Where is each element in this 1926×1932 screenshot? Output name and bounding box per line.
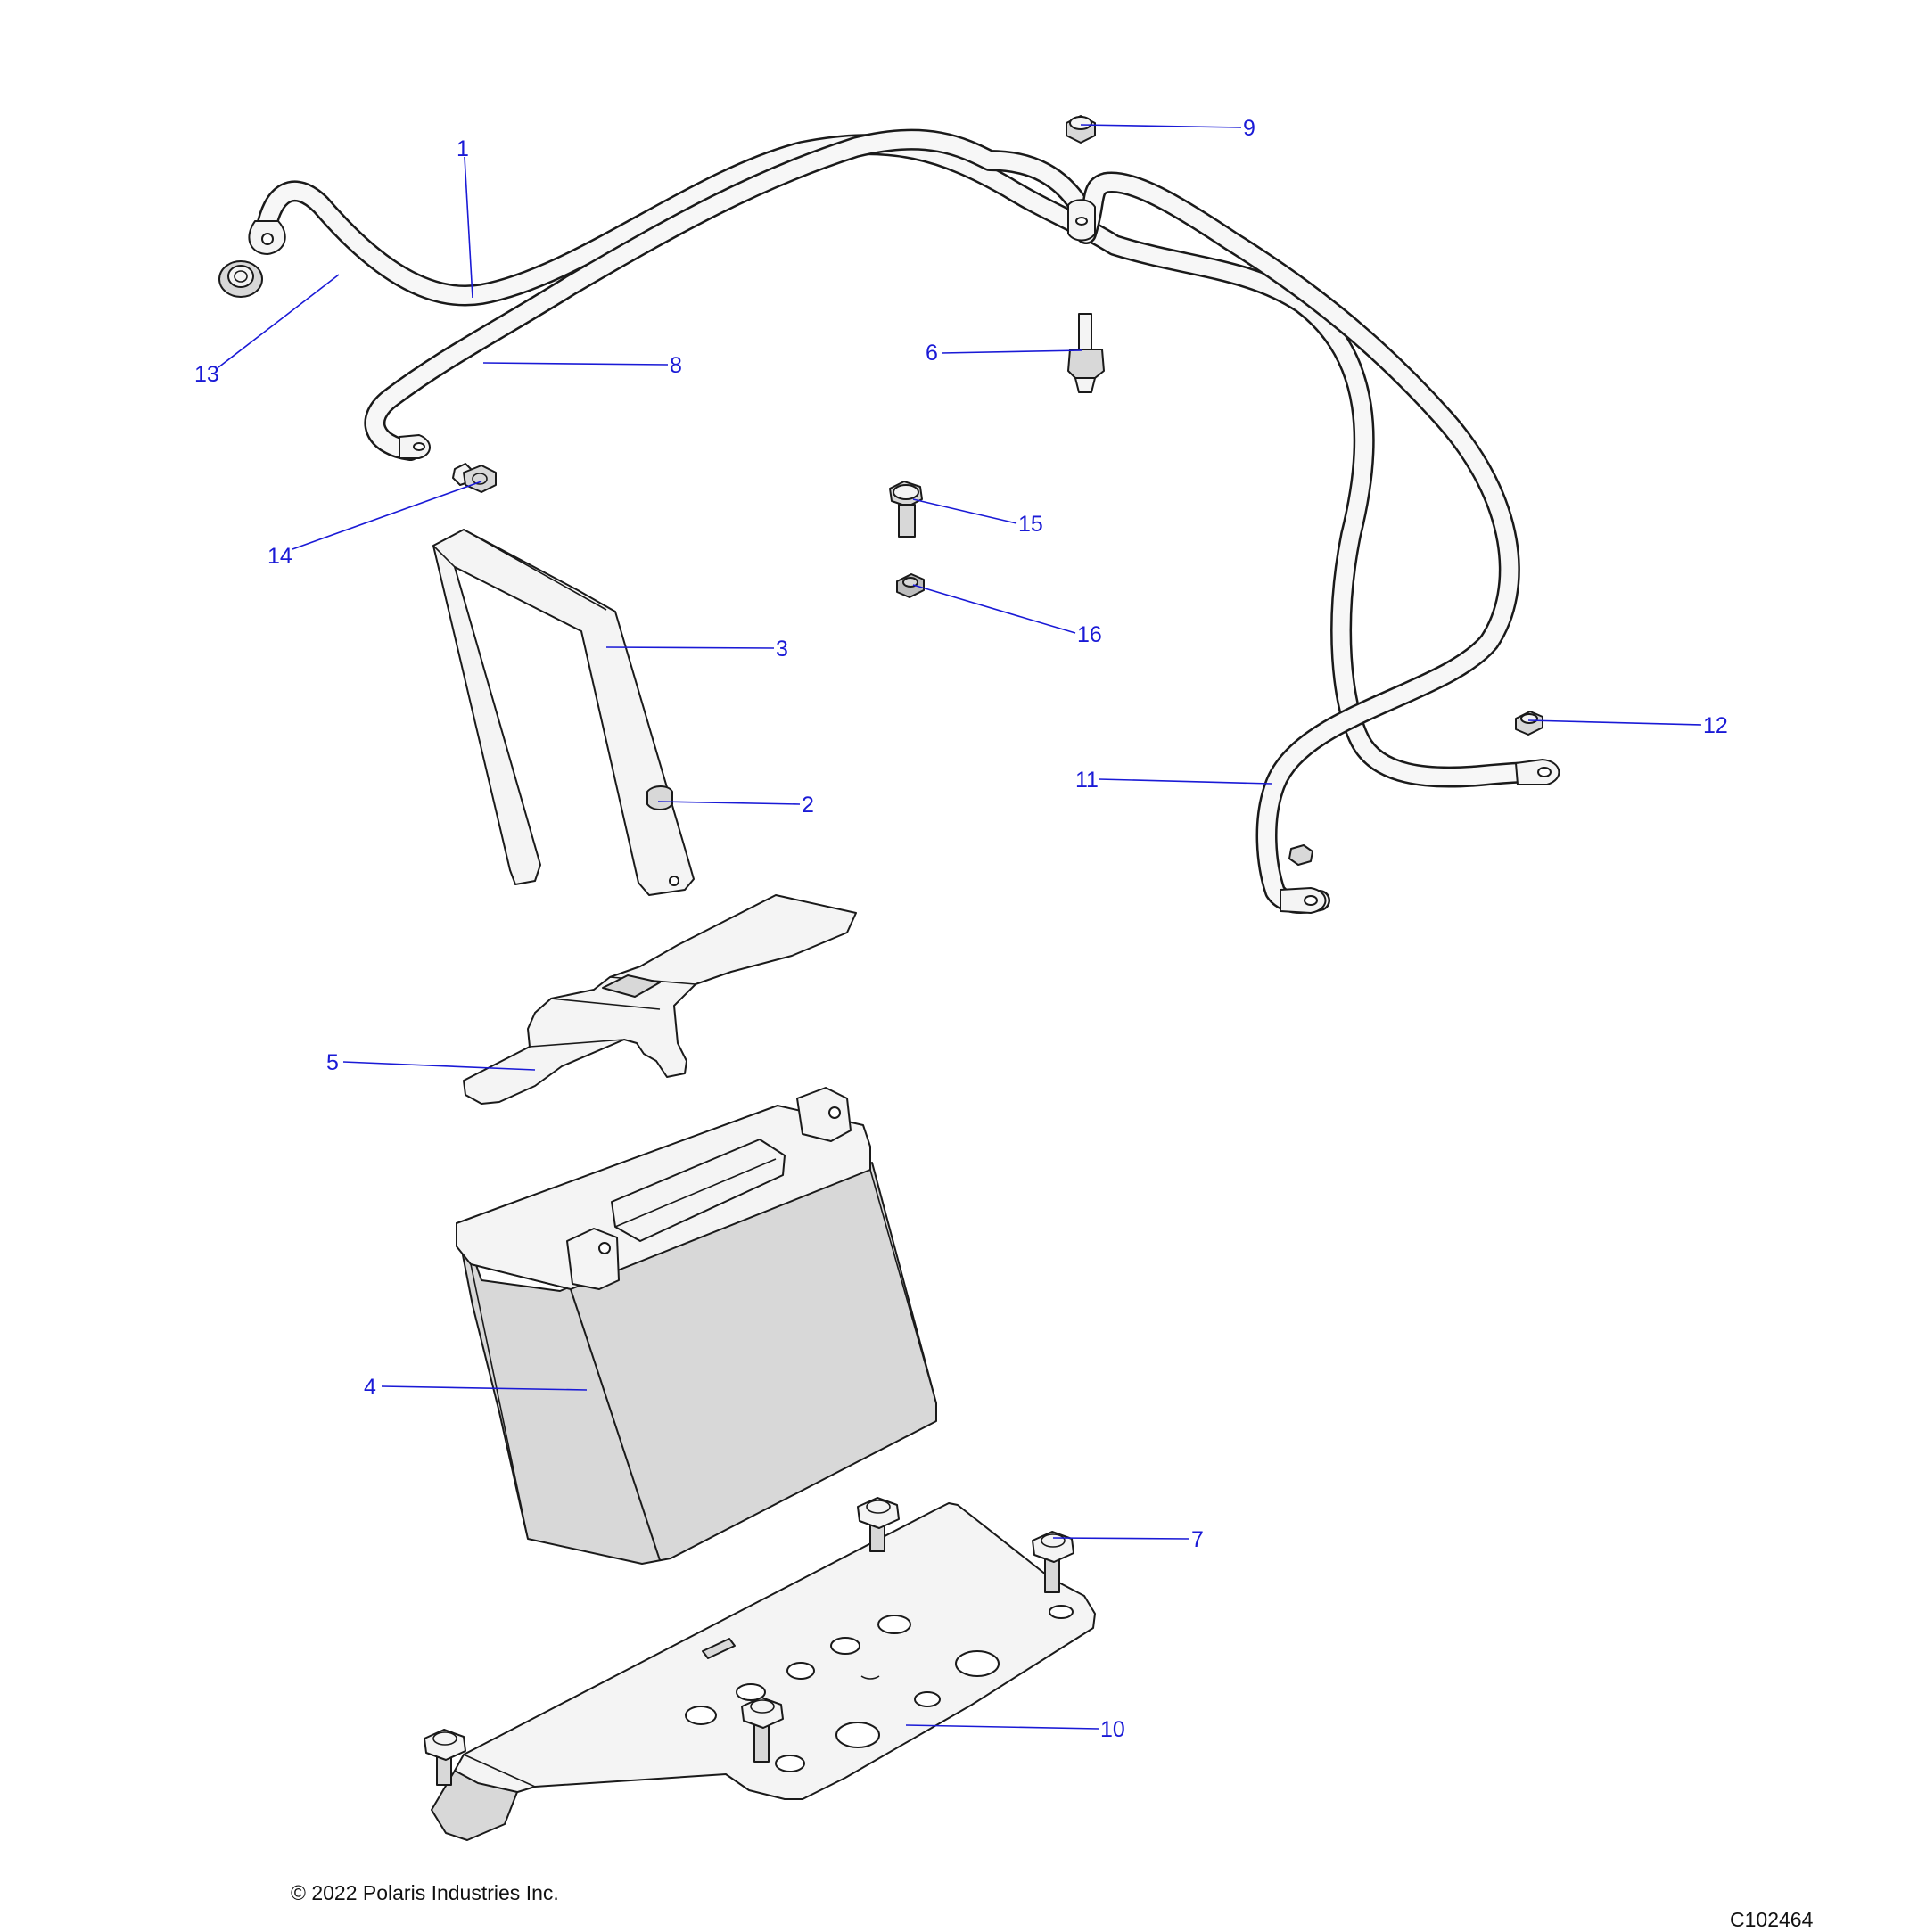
cable-1 bbox=[248, 134, 1560, 788]
callout-15: 15 bbox=[1018, 512, 1043, 537]
cable-8 bbox=[364, 128, 1090, 461]
stud-6 bbox=[1067, 313, 1105, 393]
callout-14: 14 bbox=[268, 544, 292, 569]
battery-terminal-icon bbox=[566, 1228, 620, 1290]
bolt-7 bbox=[424, 1729, 466, 1786]
battery-terminal-icon bbox=[796, 1087, 852, 1142]
leader-13 bbox=[218, 274, 340, 368]
drawing-id: C102464 bbox=[1730, 1908, 1814, 1931]
leader-15 bbox=[912, 498, 1017, 524]
copyright-notice: © 2022 Polaris Industries Inc. bbox=[291, 1881, 559, 1904]
battery-4 bbox=[456, 1087, 937, 1565]
bolt-7 bbox=[741, 1697, 784, 1763]
leader-10 bbox=[905, 1724, 1099, 1730]
bolt-15 bbox=[889, 481, 923, 538]
leader-12 bbox=[1527, 719, 1702, 726]
callout-4: 4 bbox=[364, 1375, 376, 1400]
callout-16: 16 bbox=[1077, 622, 1102, 647]
callout-7: 7 bbox=[1191, 1527, 1204, 1552]
cable-11 bbox=[1075, 171, 1520, 914]
callout-10: 10 bbox=[1100, 1717, 1125, 1742]
callout-8: 8 bbox=[670, 353, 682, 378]
tray-10 bbox=[431, 1502, 1096, 1841]
callout-2: 2 bbox=[802, 793, 814, 818]
bolt-14 bbox=[452, 463, 497, 493]
ring-terminal-icon bbox=[1280, 887, 1327, 914]
strap-3 bbox=[432, 529, 695, 896]
leader-2 bbox=[657, 801, 801, 805]
callout-1: 1 bbox=[457, 136, 469, 161]
leader-14 bbox=[292, 481, 482, 550]
leader-16 bbox=[912, 584, 1076, 634]
bolt-7 bbox=[857, 1497, 900, 1552]
callout-3: 3 bbox=[776, 637, 788, 662]
hex-nut-icon bbox=[1288, 844, 1313, 866]
nut-16 bbox=[896, 573, 925, 598]
leader-9 bbox=[1080, 124, 1242, 128]
leader-8 bbox=[482, 362, 669, 366]
leader-lines bbox=[218, 124, 1702, 1730]
leader-7 bbox=[1052, 1537, 1190, 1540]
callout-13: 13 bbox=[194, 362, 219, 387]
leader-5 bbox=[342, 1061, 536, 1071]
leader-6 bbox=[941, 349, 1083, 354]
leader-1 bbox=[464, 156, 473, 299]
nut-9 bbox=[1066, 115, 1096, 144]
callout-9: 9 bbox=[1243, 116, 1255, 141]
flange-nut-13 bbox=[218, 260, 263, 298]
leader-3 bbox=[605, 646, 775, 649]
leader-4 bbox=[381, 1385, 588, 1391]
callout-labels: 1 2 3 4 5 6 7 8 9 10 11 12 13 14 15 16 bbox=[194, 116, 1728, 1742]
callout-6: 6 bbox=[926, 341, 938, 366]
bracket-5 bbox=[463, 894, 857, 1105]
cable-junction bbox=[1067, 199, 1096, 242]
callout-11: 11 bbox=[1075, 768, 1099, 793]
callout-12: 12 bbox=[1703, 713, 1728, 738]
leader-11 bbox=[1098, 778, 1272, 785]
bolt-7 bbox=[1032, 1531, 1074, 1593]
nut-12 bbox=[1515, 711, 1543, 736]
callout-5: 5 bbox=[326, 1050, 339, 1075]
